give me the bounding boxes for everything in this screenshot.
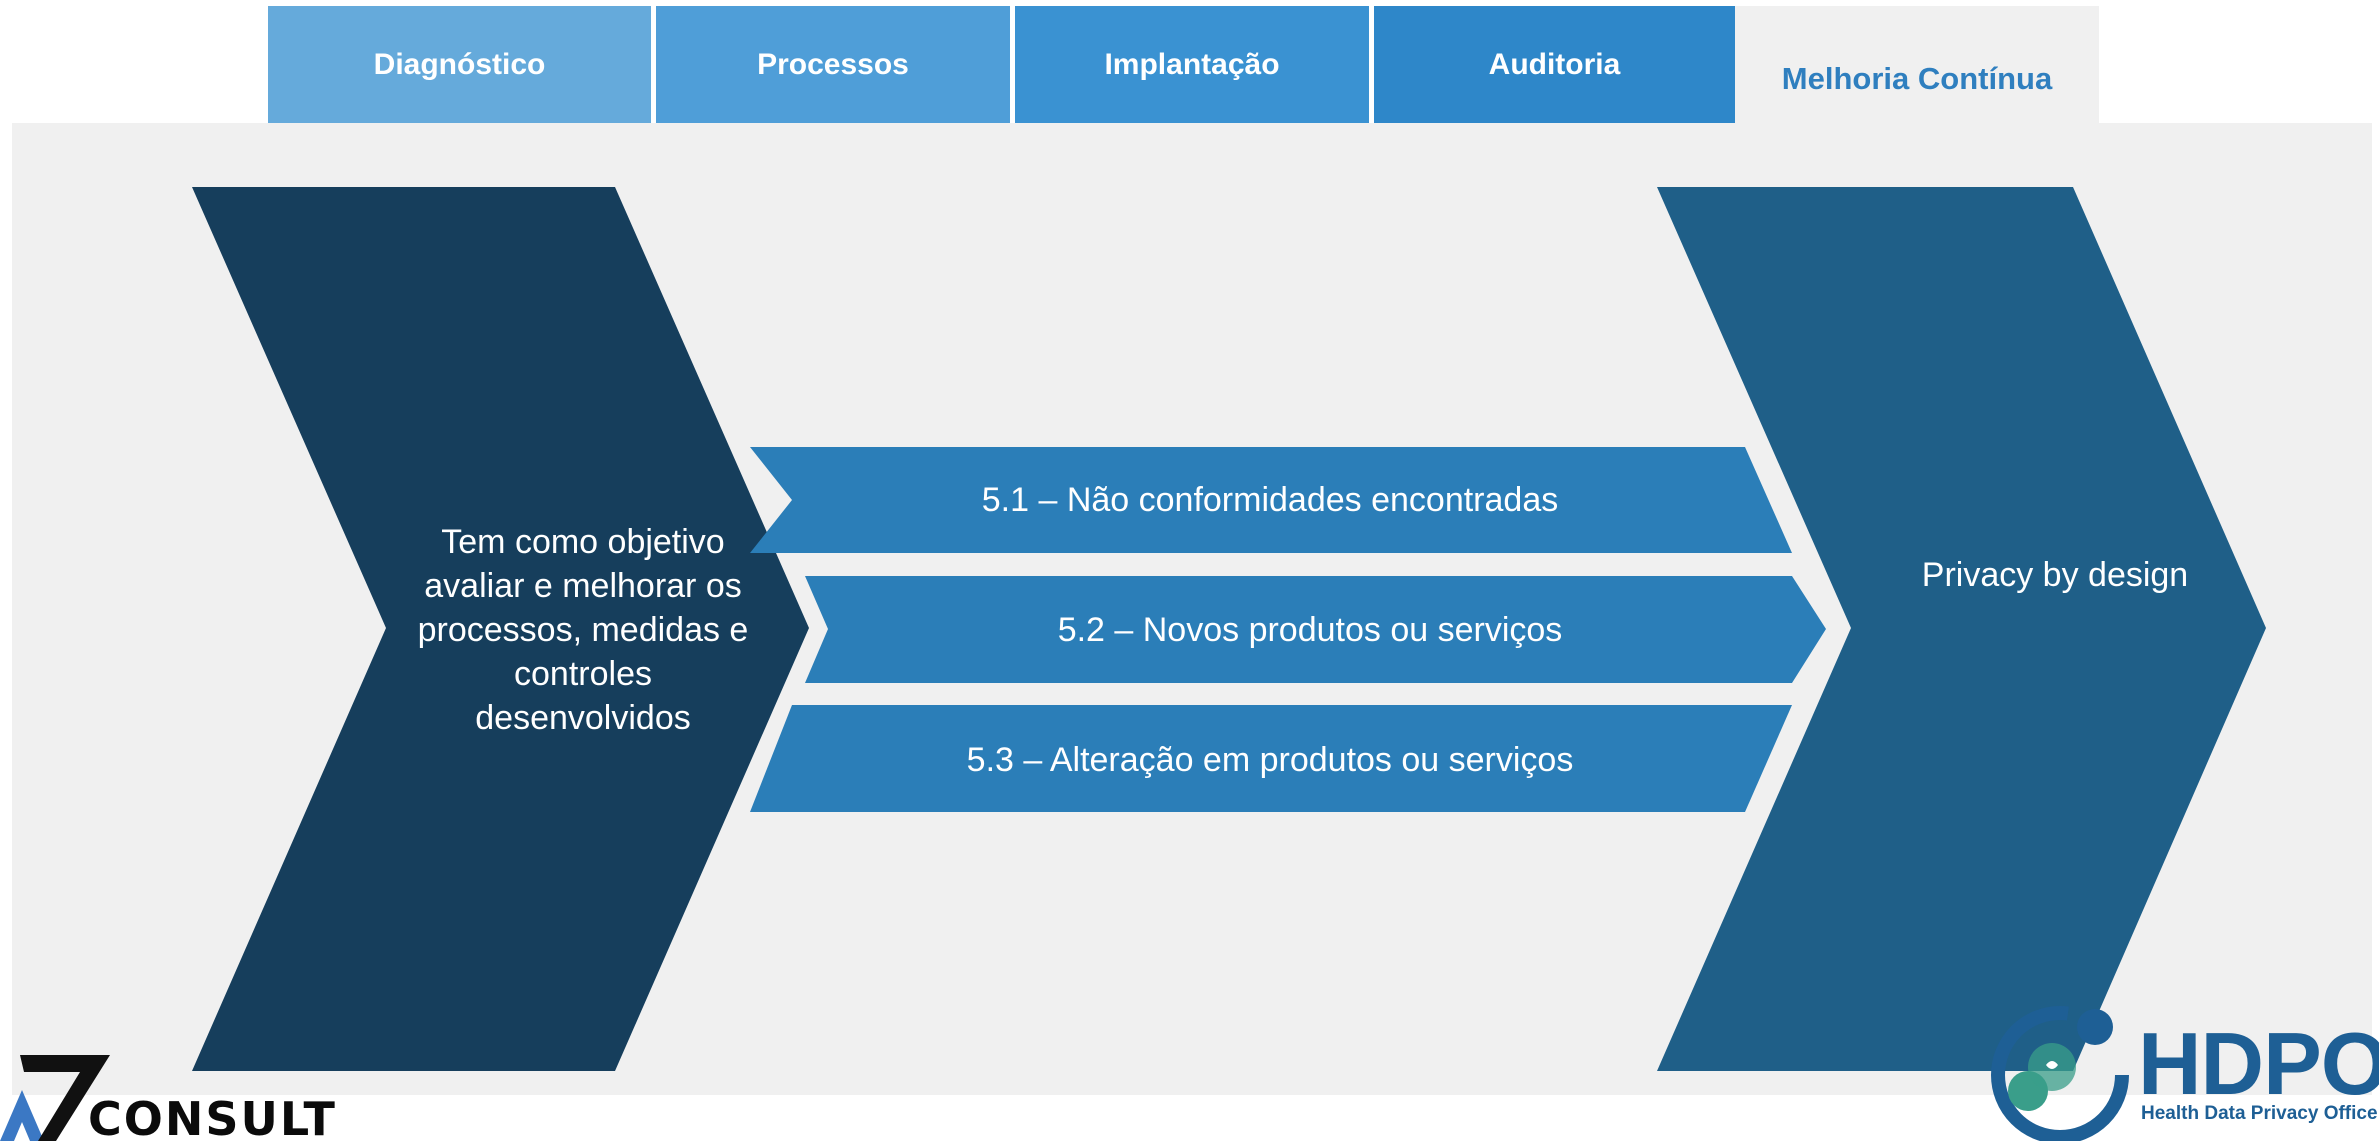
tab-diagnostico[interactable]: Diagnóstico	[268, 6, 651, 123]
right-chevron-text: Privacy by design	[1921, 556, 2189, 594]
tab-processos[interactable]: Processos	[656, 6, 1010, 123]
a7-consult-wordmark: CONSULT	[88, 1092, 337, 1146]
step-5-1-label: 5.1 – Não conformidades encontradas	[981, 481, 1559, 519]
right-chevron	[1657, 187, 2266, 1071]
hdpo-logo-emblem	[1991, 1006, 2129, 1141]
left-chevron	[192, 187, 809, 1071]
step-5-1-shape	[750, 447, 1792, 553]
step-5-3-label: 5.3 – Alteração em produtos ou serviços	[966, 741, 1574, 779]
tab-auditoria[interactable]: Auditoria	[1374, 6, 1735, 123]
hdpo-wordmark: HDPO	[2138, 1014, 2379, 1113]
step-5-3-shape	[750, 705, 1792, 812]
tab-implantacao[interactable]: Implantação	[1015, 6, 1369, 123]
left-chevron-text: Tem como objetivo avaliar e melhorar os …	[417, 523, 749, 737]
tab-melhoria-continua[interactable]: Melhoria Contínua	[1735, 6, 2099, 123]
a7-consult-logo	[0, 1055, 110, 1141]
hdpo-subtitle: Health Data Privacy Office	[2141, 1103, 2378, 1124]
step-5-2-shape	[805, 576, 1826, 683]
step-5-2-label: 5.2 – Novos produtos ou serviços	[1057, 611, 1563, 649]
